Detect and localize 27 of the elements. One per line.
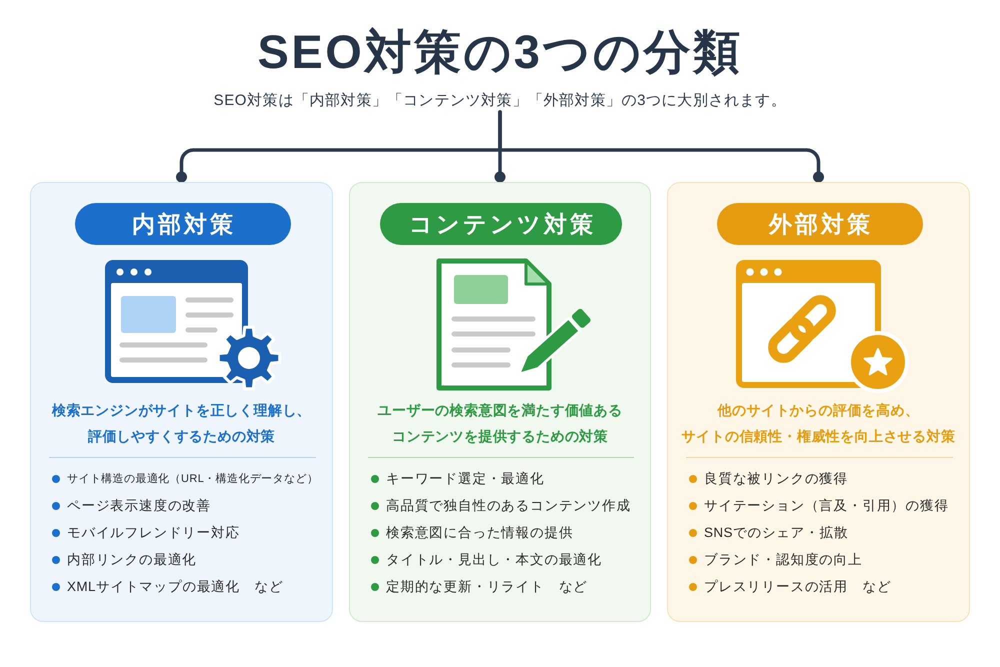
- category-panel: [667, 182, 970, 622]
- list-item-text: XMLサイトマップの最適化 など: [67, 578, 284, 596]
- list-item-text: 定期的な更新・リライト など: [386, 578, 588, 596]
- list-item-text: 良質な被リンクの獲得: [704, 470, 848, 488]
- category-panel: [349, 182, 651, 622]
- list-item-text: 内部リンクの最適化: [67, 551, 197, 569]
- description-text: 検索エンジンがサイトを正しく理解し、評価しやすくするための対策: [52, 401, 312, 446]
- category-panel: [30, 182, 333, 622]
- list-item-text: サイト構造の最適化（URL・構造化データなど）: [67, 472, 318, 487]
- category-heading: 内部対策: [74, 203, 290, 245]
- subtitle-text: SEO対策は「内部対策」「コンテンツ対策」「外部対策」の3つに大別されます。: [214, 90, 786, 112]
- category-heading: 外部対策: [716, 203, 922, 245]
- list-item-text: 検索意図に合った情報の提供: [386, 524, 574, 542]
- category-heading: コンテンツ対策: [380, 203, 622, 245]
- description-text: 他のサイトからの評価を高め、サイトの信頼性・権威性を向上させる対策: [682, 401, 956, 446]
- list-item-text: プレスリリースの活用 など: [704, 578, 892, 596]
- list-item-text: 高品質で独自性のあるコンテンツ作成: [386, 497, 631, 515]
- list-item-text: ブランド・認知度の向上: [704, 551, 862, 569]
- list-item-text: モバイルフレンドリー対応: [67, 524, 240, 542]
- list-item-text: キーワード選定・最適化: [386, 470, 544, 488]
- connector-line: [498, 110, 824, 184]
- list-item-text: ページ表示速度の改善: [67, 497, 211, 515]
- title-text: SEO対策の3つの分類: [258, 24, 742, 80]
- list-item-text: タイトル・見出し・本文の最適化: [386, 551, 602, 569]
- list-item-text: サイテーション（言及・引用）の獲得: [704, 497, 949, 515]
- list-item-text: SNSでのシェア・拡散: [704, 524, 848, 542]
- description-text: ユーザーの検索意図を満たす価値あるコンテンツを提供するための対策: [378, 401, 622, 446]
